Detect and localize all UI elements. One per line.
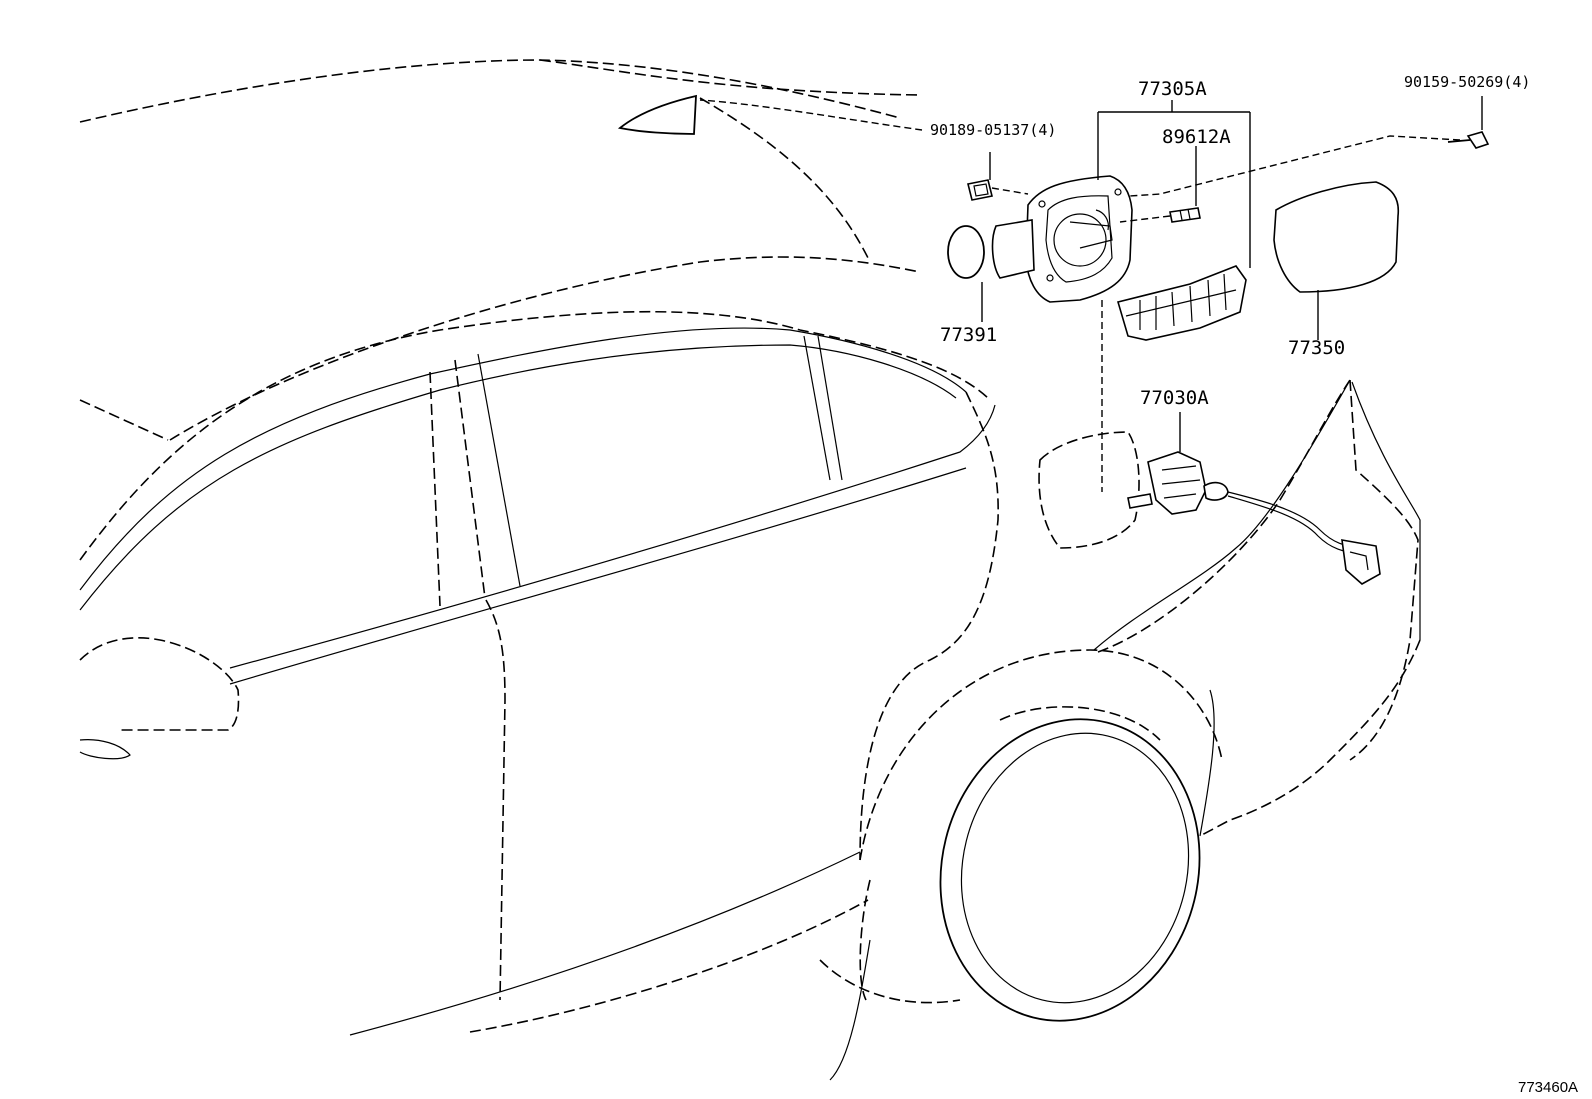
fuel-lid-panel-part xyxy=(1273,181,1400,293)
leader-lines xyxy=(699,96,1483,492)
opener-lock-part xyxy=(1127,451,1381,585)
label-90159-50269: 90159-50269(4) xyxy=(1404,73,1530,91)
label-77391: 77391 xyxy=(940,324,997,346)
label-77305a: 77305A xyxy=(1138,78,1207,100)
fuel-lid-opening xyxy=(1038,431,1140,549)
fuel-lid-housing-part xyxy=(991,175,1133,303)
screw-part xyxy=(1447,131,1490,149)
o-ring-part xyxy=(947,225,985,279)
bolt-part xyxy=(1169,207,1201,223)
part-labels: 77305A 90189-05137(4) 89612A 90159-50269… xyxy=(930,73,1578,1096)
figure-code: 773460A xyxy=(1518,1079,1578,1096)
label-89612a: 89612A xyxy=(1162,126,1231,148)
clip-part xyxy=(967,179,993,201)
label-77030a: 77030A xyxy=(1140,387,1209,409)
lock-actuator-part xyxy=(1116,265,1247,341)
label-77350: 77350 xyxy=(1288,337,1345,359)
label-90189-05137: 90189-05137(4) xyxy=(930,121,1056,139)
car-body-outline xyxy=(79,59,1421,1081)
